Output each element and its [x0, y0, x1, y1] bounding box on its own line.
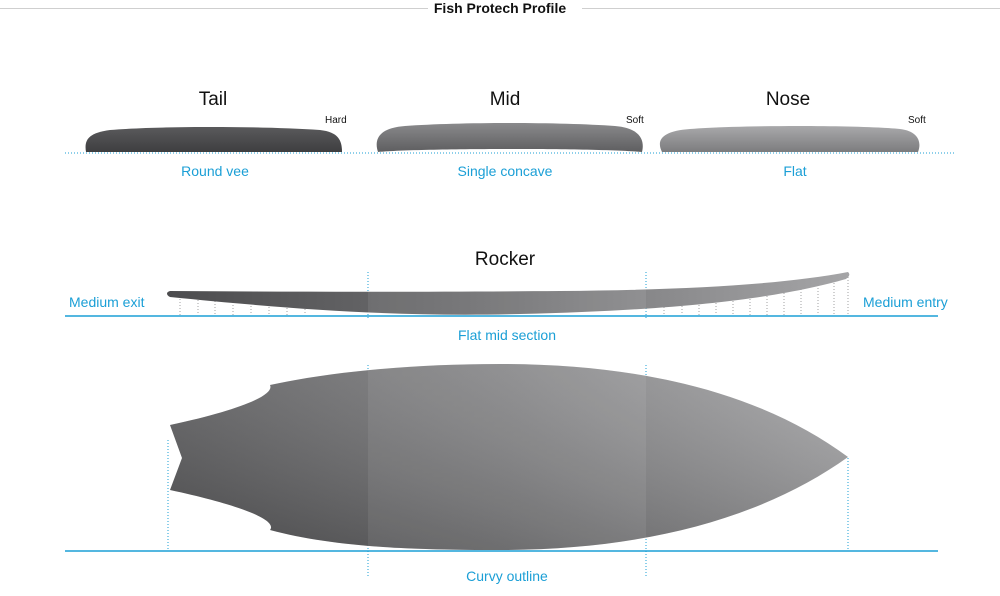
board-outline-shading — [170, 364, 848, 550]
rocker-heading: Rocker — [474, 249, 536, 270]
board-outline-mid-zone — [368, 364, 646, 550]
rocker-entry-label: Medium entry — [863, 294, 948, 310]
rocker-board-side — [167, 272, 850, 315]
mid-cross-section — [376, 123, 643, 152]
rocker-exit-hatch — [179, 296, 306, 315]
title-rule-right — [582, 8, 1000, 9]
tail-rail-label: Hard — [325, 115, 347, 126]
rocker-exit-label: Medium exit — [69, 294, 145, 310]
rocker-entry-hatch — [663, 274, 849, 315]
mid-profile-label: Single concave — [457, 163, 553, 179]
nose-heading: Nose — [765, 89, 811, 110]
nose-profile-label: Flat — [783, 163, 807, 179]
rocker-mid-label: Flat mid section — [457, 327, 557, 343]
nose-cross-section — [659, 126, 920, 152]
mid-rail-label: Soft — [626, 115, 644, 126]
mid-heading: Mid — [489, 89, 521, 110]
tail-profile-label: Round vee — [181, 163, 249, 179]
nose-rail-label: Soft — [908, 115, 926, 126]
page-title: Fish Protech Profile — [433, 0, 567, 16]
tail-cross-section — [85, 127, 342, 152]
rocker-mid-highlight — [368, 285, 646, 317]
tail-heading: Tail — [198, 89, 228, 110]
title-rule-left — [0, 8, 428, 9]
outline-label: Curvy outline — [466, 568, 548, 584]
